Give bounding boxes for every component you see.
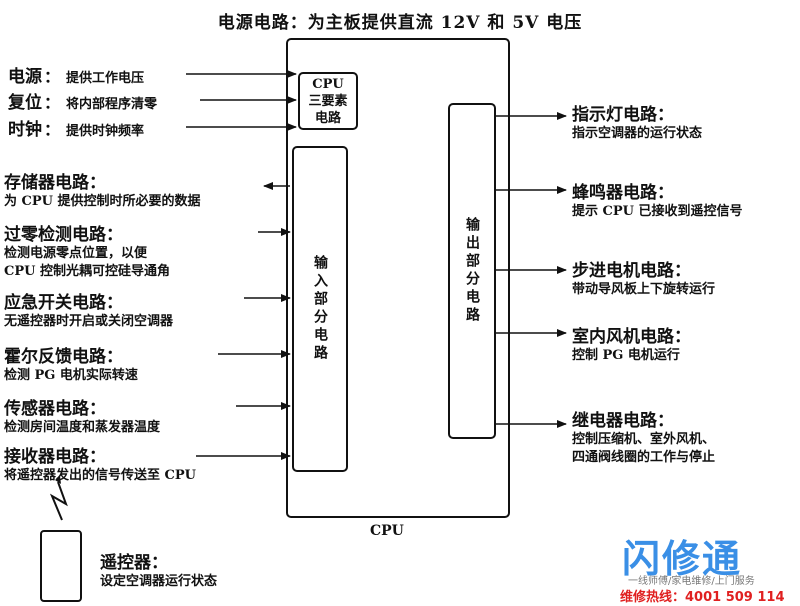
cpu-label: CPU (370, 523, 404, 539)
circuit-hall-feedback: 霍尔反馈电路： 检测 PG 电机实际转速 (4, 342, 138, 385)
circuit-indicator-light: 指示灯电路： 指示空调器的运行状态 (572, 100, 702, 143)
input-section-label: 输入部分电路 (312, 255, 328, 363)
core-line: 三要素 (308, 93, 348, 109)
circuit-desc: 提示 CPU 已接收到遥控信号 (572, 204, 743, 219)
output-section-box: 输出部分电路 (448, 103, 496, 439)
circuit-name: 接收器电路： (4, 447, 106, 467)
core-input-name: 复位 (8, 93, 42, 113)
circuit-stepper-motor: 步进电机电路： 带动导风板上下旋转运行 (572, 256, 715, 299)
core-line: 电路 (314, 110, 341, 126)
core-input-desc: 提供时钟频率 (66, 124, 145, 139)
circuit-name: 步进电机电路： (572, 261, 691, 281)
circuit-desc: 检测 PG 电机实际转速 (4, 368, 138, 383)
diagram-title: 电源电路：为主板提供直流 12V 和 5V 电压 (217, 13, 583, 33)
core-line: CPU (312, 76, 344, 92)
circuit-desc: 四通阀线圈的工作与停止 (572, 450, 716, 465)
circuit-name: 指示灯电路： (572, 105, 674, 125)
core-input-desc: 提供工作电压 (66, 71, 145, 86)
brand-slogan: 一线师傅/家电维修/上门服务 (628, 576, 755, 587)
circuit-storage: 存储器电路： 为 CPU 提供控制时所必要的数据 (4, 168, 201, 211)
circuit-desc: 控制 PG 电机运行 (572, 348, 680, 363)
circuit-desc: 检测房间温度和蒸发器温度 (4, 420, 161, 435)
wireless-signal-icon (49, 481, 68, 521)
circuit-relay: 继电器电路： 控制压缩机、室外风机、 四通阀线圈的工作与停止 (572, 406, 715, 467)
core-input-name: 时钟 (8, 120, 42, 140)
circuit-desc: 为 CPU 提供控制时所必要的数据 (4, 194, 201, 209)
circuit-name: 继电器电路： (572, 411, 674, 431)
input-section-box: 输入部分电路 (292, 146, 348, 472)
remote-control-icon (40, 530, 82, 602)
circuit-desc: 将遥控器发出的信号传送至 CPU (4, 468, 196, 483)
circuit-name: 过零检测电路： (4, 225, 123, 245)
circuit-name: 传感器电路： (4, 399, 106, 419)
core-input-clock: 时钟 ： 提供时钟频率 (8, 115, 144, 141)
remote-label: 遥控器： 设定空调器运行状态 (100, 548, 217, 591)
circuit-name: 霍尔反馈电路： (4, 347, 123, 367)
circuit-zero-cross: 过零检测电路： 检测电源零点位置，以便 CPU 控制光耦可控硅导通角 (4, 220, 170, 281)
circuit-receiver: 接收器电路： 将遥控器发出的信号传送至 CPU (4, 442, 196, 485)
brand-logo: 闪修通 (622, 537, 743, 581)
remote-desc: 设定空调器运行状态 (100, 574, 218, 589)
circuit-desc: 无遥控器时开启或关闭空调器 (4, 314, 174, 329)
core-input-power: 电源 ： 提供工作电压 (8, 62, 144, 88)
core-input-desc: 将内部程序清零 (66, 97, 158, 112)
circuit-name: 存储器电路： (4, 173, 106, 193)
core-input-name: 电源 (8, 67, 42, 87)
circuit-name: 蜂鸣器电路： (572, 183, 674, 203)
circuit-desc: CPU 控制光耦可控硅导通角 (4, 264, 170, 279)
output-section-label: 输出部分电路 (464, 217, 480, 325)
circuit-name: 应急开关电路： (4, 293, 123, 313)
core-input-reset: 复位 ： 将内部程序清零 (8, 88, 157, 114)
circuit-desc: 控制压缩机、室外风机、 (572, 432, 716, 447)
circuit-emergency-switch: 应急开关电路： 无遥控器时开启或关闭空调器 (4, 288, 173, 331)
circuit-desc: 指示空调器的运行状态 (572, 126, 703, 141)
cpu-core-elements-box: CPU 三要素 电路 (298, 72, 358, 130)
circuit-sensor: 传感器电路： 检测房间温度和蒸发器温度 (4, 394, 160, 437)
circuit-desc: 带动导风板上下旋转运行 (572, 282, 716, 297)
circuit-name: 室内风机电路： (572, 327, 691, 347)
brand-hotline: 维修热线：4001 509 114 (620, 590, 785, 605)
cpu-block (286, 38, 510, 518)
circuit-buzzer: 蜂鸣器电路： 提示 CPU 已接收到遥控信号 (572, 178, 743, 221)
remote-name: 遥控器： (100, 553, 168, 573)
circuit-indoor-fan: 室内风机电路： 控制 PG 电机运行 (572, 322, 691, 365)
circuit-desc: 检测电源零点位置，以便 (4, 246, 148, 261)
